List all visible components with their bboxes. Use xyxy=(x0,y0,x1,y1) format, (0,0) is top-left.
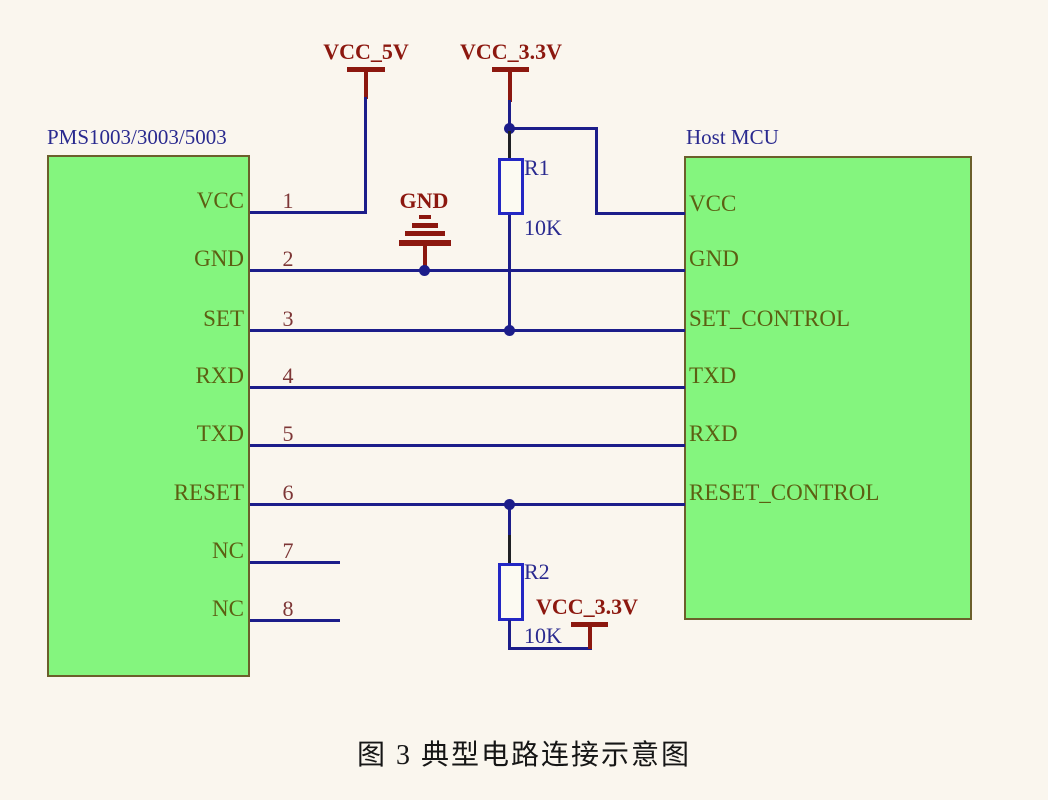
wire-r2-to-3v3 xyxy=(508,647,592,650)
wire-3v3-drop-to-hostvcc xyxy=(595,127,598,215)
wire-rxd-txd-net xyxy=(250,386,685,389)
wire-r1-to-set xyxy=(508,215,511,331)
gnd-symbol-stem-icon xyxy=(423,245,427,271)
left-module-box xyxy=(47,155,250,677)
wire-3v3-east xyxy=(509,127,598,130)
junction-dot-reset xyxy=(504,499,515,510)
vcc-3v3-top-flag-bar-icon xyxy=(492,67,529,72)
right-pin-label-txd: TXD xyxy=(689,363,737,388)
r2-value-label: 10K xyxy=(524,623,562,648)
wire-nc7-stub xyxy=(250,561,340,564)
left-module-title: PMS1003/3003/5003 xyxy=(47,125,227,149)
vcc-5v-flag-stem-icon xyxy=(364,71,368,99)
wire-r2-bottom-drop xyxy=(508,620,511,650)
right-pin-label-vcc: VCC xyxy=(689,191,737,216)
left-pin-label-vcc: VCC xyxy=(196,188,244,213)
wire-reset-net xyxy=(250,503,685,506)
left-pin-label-reset: RESET xyxy=(173,480,244,505)
vcc-5v-flag-bar-icon xyxy=(347,67,385,72)
pin-number-4: 4 xyxy=(282,363,294,388)
vcc-3v3-top-flag-stem-icon xyxy=(508,71,512,102)
resistor-r2 xyxy=(498,563,524,621)
r2-ref-label: R2 xyxy=(524,559,550,584)
wire-vcc5v-drop xyxy=(364,97,367,214)
gnd-symbol-bar2-icon xyxy=(412,223,438,228)
r1-ref-label: R1 xyxy=(524,155,550,180)
wire-r2-feed-lower xyxy=(508,535,511,563)
vcc-3v3-bottom-label: VCC_3.3V xyxy=(536,594,639,619)
pin-number-7: 7 xyxy=(282,538,294,563)
vcc-3v3-bottom-flag-bar-icon xyxy=(571,622,608,627)
pin-number-5: 5 xyxy=(282,421,294,446)
wire-gnd-net xyxy=(250,269,685,272)
wire-host-vcc-entry xyxy=(595,212,685,215)
junction-dot-set xyxy=(504,325,515,336)
right-pin-label-reset-control: RESET_CONTROL xyxy=(689,480,880,505)
figure-caption: 图 3 典型电路连接示意图 xyxy=(356,740,691,771)
pin-number-3: 3 xyxy=(282,306,294,331)
wire-r1-feed xyxy=(508,131,511,159)
left-pin-label-set: SET xyxy=(203,306,244,331)
r1-value-label: 10K xyxy=(524,215,562,240)
vcc-5v-label: VCC_5V xyxy=(323,39,409,64)
junction-dot-gnd xyxy=(419,265,430,276)
gnd-label: GND xyxy=(399,188,449,213)
wire-set-net xyxy=(250,329,685,332)
vcc-3v3-top-label: VCC_3.3V xyxy=(459,39,563,64)
right-pin-label-rxd: RXD xyxy=(689,421,738,446)
left-pin-label-nc7: NC xyxy=(212,538,244,563)
gnd-symbol-bar4-icon xyxy=(399,240,451,246)
wire-3v3-to-junction xyxy=(508,100,511,129)
right-pin-label-set-control: SET_CONTROL xyxy=(689,306,850,331)
pin-number-8: 8 xyxy=(282,596,294,621)
pin-number-2: 2 xyxy=(282,246,294,271)
pin-number-1: 1 xyxy=(282,188,294,213)
wire-vcc-pin1 xyxy=(250,211,367,214)
resistor-r1 xyxy=(498,158,524,215)
pin-number-6: 6 xyxy=(282,480,294,505)
right-module-box xyxy=(684,156,972,620)
wire-r2-feed-upper xyxy=(508,507,511,536)
gnd-symbol-bar3-icon xyxy=(405,231,445,236)
left-pin-label-rxd: RXD xyxy=(195,363,244,388)
wire-nc8-stub xyxy=(250,619,340,622)
left-pin-label-txd: TXD xyxy=(196,421,244,446)
right-pin-label-gnd: GND xyxy=(689,246,739,271)
right-module-title: Host MCU xyxy=(686,125,779,149)
gnd-symbol-bar1-icon xyxy=(419,215,431,219)
left-pin-label-gnd: GND xyxy=(194,246,244,271)
wire-txd-rxd-net xyxy=(250,444,685,447)
vcc-3v3-bottom-flag-stem-icon xyxy=(588,626,592,649)
left-pin-label-nc8: NC xyxy=(212,596,244,621)
